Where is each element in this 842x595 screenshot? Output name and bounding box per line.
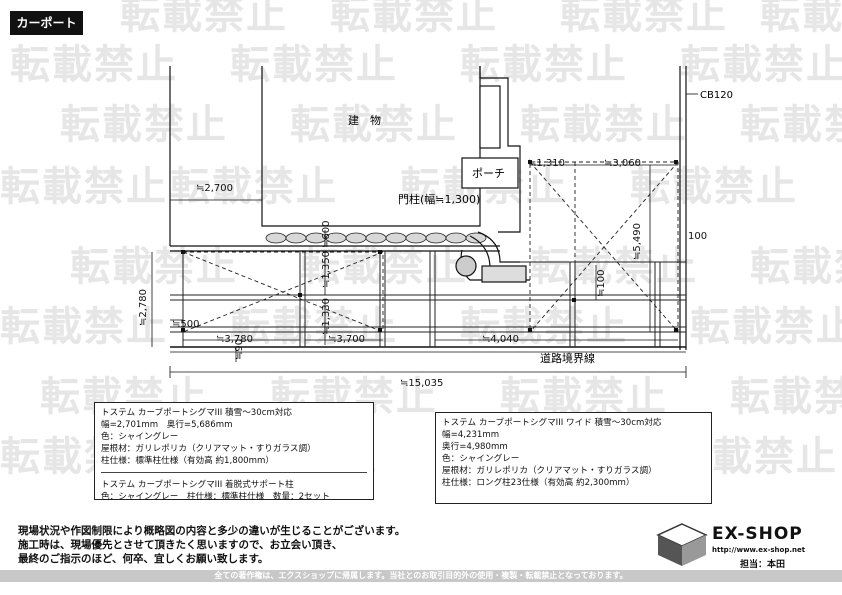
- watermark-text: 転載禁止: [560, 0, 728, 38]
- carport-post: [528, 160, 532, 164]
- paving-grid: [170, 251, 686, 347]
- note-line: 最終のご指示のほど、何卒、宜しくお願い致します。: [18, 553, 269, 565]
- hedge-plant: [465, 232, 487, 244]
- watermark-text: 転載禁止: [520, 102, 688, 148]
- watermark-text: 転載禁止: [0, 164, 168, 210]
- spec-left-line: 色：シャイングレー: [101, 432, 179, 442]
- watermark-text: 転載禁止: [120, 0, 288, 38]
- watermark-text: 転載禁止: [60, 102, 228, 148]
- hedge-plants: [265, 232, 487, 244]
- hedge-plant: [425, 232, 447, 244]
- carport-left: [182, 251, 384, 333]
- spec-right-line: 屋根材：ガリレポリカ（クリアマット・すりガラス調）: [442, 466, 657, 476]
- watermark-text: 転載禁止: [170, 164, 338, 210]
- carport-post: [674, 328, 678, 332]
- watermark-text: 転載禁止: [760, 0, 842, 38]
- carport-right: [529, 161, 679, 333]
- watermark-text: 転載禁止: [460, 42, 628, 88]
- spec-left-line: 幅=2,701mm 奥行=5,686mm: [101, 420, 233, 430]
- watermark-text: 転載禁止: [530, 244, 698, 290]
- carport-post: [378, 328, 382, 332]
- spec-right-line: 色：シャイングレー: [442, 454, 520, 464]
- spec-left-line: 柱仕様：標準柱仕様（有効高 約1,800mm）: [101, 456, 274, 466]
- brand-name: EX-SHOP: [712, 524, 803, 544]
- carport-post: [298, 293, 302, 297]
- dimension-lines: [151, 93, 698, 378]
- staff-name: 担当：本田: [740, 560, 786, 570]
- dim-2700: ≒2,700: [196, 183, 233, 194]
- watermark-text: 転載禁止: [680, 42, 842, 88]
- watermark-layer: 転載禁止転載禁止転載禁止転載禁止転載禁止転載禁止転載禁止転載禁止転載禁止転載禁止…: [0, 0, 842, 480]
- watermark-text: 転載禁止: [690, 304, 842, 350]
- hedge-plant: [285, 232, 307, 244]
- watermark-text: 転載禁止: [10, 42, 178, 88]
- porch-label: ポーチ: [472, 167, 505, 180]
- approach-path: [455, 231, 530, 283]
- carport-post: [572, 298, 576, 302]
- spec-left-line: 色：シャイングレー 柱仕様：標準柱仕様 数量：2セット: [101, 492, 330, 502]
- spec-box-right: トステム カーブポートシグマIII ワイド 積雪〜30cm対応 幅=4,231m…: [435, 412, 712, 504]
- dim-5490: ≒5,490: [632, 223, 643, 260]
- brand-url: http://www.ex-shop.net: [712, 546, 806, 554]
- watermark-text: 転載禁止: [290, 102, 458, 148]
- disclaimer-notes: 現場状況や作図制限により概略図の内容と多少の違いが生じることがございます。 施工…: [18, 524, 405, 566]
- page-title: カーポート: [10, 11, 83, 35]
- road-edge: [170, 245, 686, 353]
- building-label: 建 物: [348, 113, 381, 127]
- carport-post: [378, 250, 382, 254]
- dim-1350: ≒1,350: [321, 251, 332, 288]
- spec-right-line: 奥行=4,980mm: [442, 442, 508, 452]
- ex-shop-logo: EX-SHOP http://www.ex-shop.net 担当：本田: [654, 520, 824, 570]
- dim-2780: ≒2,780: [138, 289, 149, 326]
- watermark-text: 転載禁止: [330, 0, 498, 38]
- dim-3780: ≒3,780: [216, 334, 253, 345]
- watermark-text: 転載禁止: [750, 244, 842, 290]
- hedge-plant: [385, 232, 407, 244]
- carport-post: [674, 160, 678, 164]
- road-boundary-label: 道路境界線: [540, 351, 595, 365]
- cube-icon: [656, 523, 708, 566]
- dim-600: ≒600: [321, 221, 332, 248]
- watermark-text: 転載禁止: [230, 42, 398, 88]
- note-line: 現場状況や作図制限により概略図の内容と多少の違いが生じることがございます。: [18, 525, 406, 537]
- spec-left-line: トステム カーブポートシグマIII 積雪〜30cm対応: [101, 408, 293, 418]
- dim-1310: ≒1,310: [528, 158, 565, 169]
- watermark-text: 転載禁止: [0, 304, 168, 350]
- hedge-plant: [345, 232, 367, 244]
- hedge-plant: [445, 232, 467, 244]
- copyright-footer: 全ての著作権は、エクスショップに帰属します。当社とのお取引目的外の使用・複製・転…: [0, 570, 842, 582]
- note-line: 施工時は、現場優先とさせて頂きたく思いますので、お立会い頂き、: [18, 539, 343, 551]
- dim-100-right: 100: [688, 231, 707, 242]
- spec-right-line: 幅=4,231mm: [442, 430, 500, 440]
- gate-pillar-label: 門柱(幅≒1,300): [398, 192, 480, 206]
- carport-post: [528, 328, 532, 332]
- watermark-text: 転載禁止: [730, 374, 842, 420]
- carport-post: [181, 328, 185, 332]
- watermark-text: 転載禁止: [630, 164, 798, 210]
- dim-3060: ≒3,060: [604, 158, 641, 169]
- carport-post: [181, 250, 185, 254]
- building-outline: [169, 66, 687, 350]
- spec-right-line: トステム カーブポートシグマIII ワイド 積雪〜30cm対応: [442, 418, 662, 428]
- spec-divider: [101, 472, 367, 473]
- spec-right-line: 柱仕様：ロング柱23仕様（有効高 約2,300mm）: [442, 478, 635, 488]
- spec-left-line: 屋根材：ガリレポリカ（クリアマット・すりガラス調）: [101, 444, 316, 454]
- spec-left-line: トステム カーブポートシグマIII 着脱式サポート柱: [101, 480, 294, 490]
- dim-15035: ≒15,035: [400, 378, 443, 389]
- dim-500: ≒500: [172, 319, 199, 330]
- carport-posts: [181, 160, 678, 332]
- hedge-plant: [265, 232, 287, 244]
- watermark-text: 転載禁止: [70, 244, 238, 290]
- dim-3700: ≒3,700: [328, 334, 365, 345]
- cb-label: CB120: [700, 90, 733, 101]
- dim-4040: ≒4,040: [482, 334, 519, 345]
- spec-box-left: トステム カーブポートシグマIII 積雪〜30cm対応 幅=2,701mm 奥行…: [94, 402, 374, 502]
- dim-90: ≒90: [234, 339, 245, 360]
- dim-100-mid: ≒100: [596, 270, 607, 297]
- hedge-plant: [365, 232, 387, 244]
- dim-1330: ≒1,330: [321, 298, 332, 335]
- hedge-plant: [405, 232, 427, 244]
- watermark-text: 転載禁止: [740, 102, 842, 148]
